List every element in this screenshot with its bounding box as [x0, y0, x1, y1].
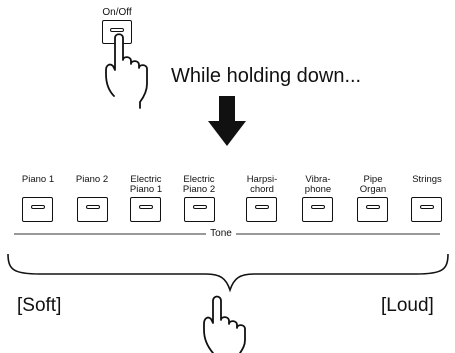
- tone-led: [193, 205, 207, 209]
- tone-button-electric-piano-2[interactable]: [184, 197, 215, 222]
- tone-led: [366, 205, 380, 209]
- tone-button-vibraphone[interactable]: [302, 197, 333, 222]
- tone-label-piano-2: Piano 2: [75, 174, 109, 185]
- tone-button-strings[interactable]: [411, 197, 442, 222]
- tone-button-piano-1[interactable]: [22, 197, 53, 222]
- tone-button-harpsichord[interactable]: [246, 197, 277, 222]
- tone-button-piano-2[interactable]: [77, 197, 108, 222]
- loud-label: [Loud]: [381, 295, 434, 316]
- tone-led: [420, 205, 434, 209]
- soft-label: [Soft]: [17, 295, 62, 316]
- tone-led: [31, 205, 45, 209]
- tone-label-vibraphone: Vibra-phone: [304, 174, 332, 195]
- tone-led: [86, 205, 100, 209]
- tone-button-electric-piano-1[interactable]: [130, 197, 161, 222]
- instruction-text: While holding down...: [171, 65, 362, 87]
- onoff-label: On/Off: [102, 7, 132, 18]
- tone-button-pipe-organ[interactable]: [357, 197, 388, 222]
- tone-label-harpsichord: Harpsi-chord: [246, 174, 278, 195]
- tone-led: [139, 205, 153, 209]
- tone-led: [255, 205, 269, 209]
- onoff-led: [110, 28, 124, 32]
- tone-group-label: Tone: [206, 229, 236, 239]
- tone-led: [311, 205, 325, 209]
- tone-label-piano-1: Piano 1: [21, 174, 55, 185]
- tone-label-strings: Strings: [412, 174, 442, 185]
